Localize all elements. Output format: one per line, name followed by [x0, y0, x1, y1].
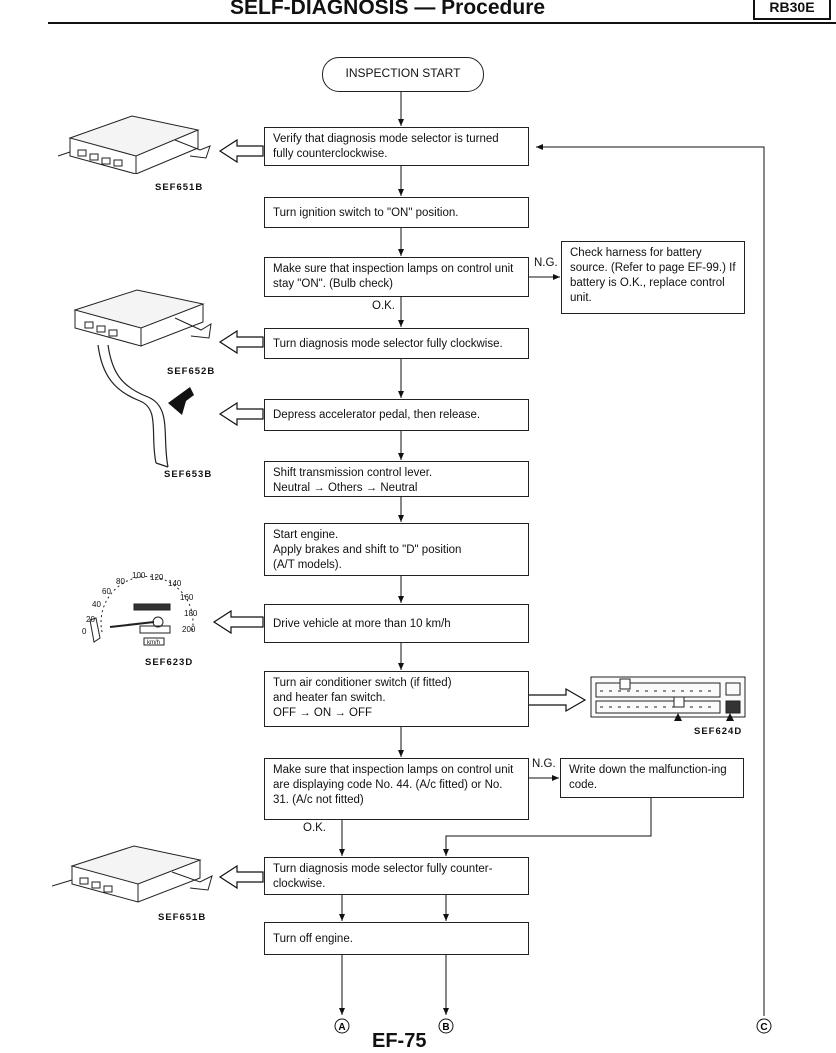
speedo-tick-160: 160	[180, 593, 194, 602]
speedo-tick-20: 20	[86, 615, 95, 624]
figure-label-1: SEF651B	[155, 182, 204, 193]
step-start-engine: Start engine. Apply brakes and shift to …	[264, 523, 529, 576]
speedo-tick-180: 180	[184, 609, 198, 618]
figure-label-6: SEF651B	[158, 912, 207, 923]
ng-label-battery: N.G.	[534, 257, 558, 269]
speedo-tick-140: 140	[168, 579, 182, 588]
step-depress-pedal: Depress accelerator pedal, then release.	[264, 399, 529, 431]
ok-label-bulb: O.K.	[372, 300, 396, 312]
page-number: EF-75	[372, 1030, 427, 1052]
step-selector-counterclockwise: Turn diagnosis mode selector fully count…	[264, 857, 529, 895]
speedo-unit: km/h	[147, 640, 160, 646]
svg-text:A: A	[338, 1022, 345, 1033]
connector-a: A	[334, 1018, 350, 1034]
write-code-box: Write down the malfunction-ing code.	[560, 758, 744, 798]
step-ignition-on: Turn ignition switch to "ON" position.	[264, 197, 529, 228]
speedo-tick-120: 120	[150, 573, 164, 582]
engine-code-badge: RB30E	[753, 0, 831, 20]
figure-label-2: SEF652B	[167, 366, 216, 377]
ok-label-code: O.K.	[303, 822, 327, 834]
control-unit-clockwise-illustration	[73, 289, 212, 347]
figure-label-4: SEF623D	[145, 657, 194, 668]
ac-control-panel-illustration	[590, 676, 746, 721]
connector-c: C	[756, 1018, 772, 1034]
step-code-display: Make sure that inspection lamps on contr…	[264, 758, 529, 820]
step-bulb-check: Make sure that inspection lamps on contr…	[264, 257, 529, 297]
step-shift-lever: Shift transmission control lever. Neutra…	[264, 461, 529, 497]
control-unit-illustration	[57, 115, 211, 174]
inspection-start-terminal: INSPECTION START	[322, 57, 484, 92]
speedo-tick-40: 40	[92, 600, 101, 609]
svg-text:B: B	[442, 1022, 449, 1033]
battery-check-box: Check harness for battery source. (Refer…	[561, 241, 745, 314]
ng-label-code: N.G.	[532, 758, 556, 770]
step-air-conditioner: Turn air conditioner switch (if fitted) …	[264, 671, 529, 727]
step-selector-clockwise: Turn diagnosis mode selector fully clock…	[264, 328, 529, 359]
control-unit-counterclockwise-illustration	[52, 845, 213, 903]
figure-label-5: SEF624D	[694, 726, 743, 737]
accelerator-pedal-illustration	[97, 345, 194, 468]
speedo-tick-200: 200	[182, 625, 196, 634]
connector-b: B	[438, 1018, 454, 1034]
step-verify-selector: Verify that diagnosis mode selector is t…	[264, 127, 529, 166]
page-title: SELF-DIAGNOSIS — Procedure	[230, 0, 546, 19]
step-drive-vehicle: Drive vehicle at more than 10 km/h	[264, 604, 529, 643]
speedo-tick-60: 60	[102, 587, 111, 596]
speedo-tick-100: 100	[132, 572, 146, 580]
svg-text:C: C	[760, 1022, 767, 1033]
speedometer-illustration: 0 20 40 60 80 100 120 140 160 180 200 km…	[82, 572, 198, 646]
step-engine-off: Turn off engine.	[264, 922, 529, 955]
header-rule	[48, 22, 836, 24]
speedo-tick-0: 0	[82, 627, 87, 636]
speedo-tick-80: 80	[116, 577, 125, 586]
figure-label-3: SEF653B	[164, 469, 213, 480]
